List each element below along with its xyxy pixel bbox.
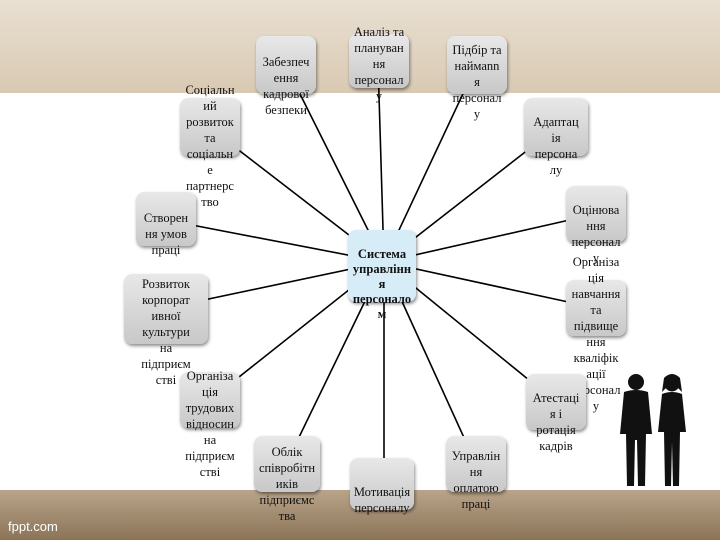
node-conditions: Створен ня умов праці: [136, 192, 196, 257]
node-motivation-text: Мотивація персоналу: [353, 485, 411, 515]
node-selection-text: Підбір та наймann я персонал у: [452, 43, 502, 121]
connector-security: [285, 65, 385, 263]
node-certification: Атестаці я і ротація кадрів: [526, 374, 586, 453]
node-certification-text: Атестаці я і ротація кадрів: [532, 391, 580, 453]
node-labor: Організа ція трудових відносин на підпри…: [180, 369, 240, 479]
node-analysis: Аналіз та плануван ня персонал у: [349, 25, 409, 103]
connector-evaluation: [383, 213, 597, 263]
node-labor-text: Організа ція трудових відносин на підпри…: [185, 369, 235, 479]
node-social: Соціальн ий розвиток та соціальн е партн…: [180, 83, 240, 209]
connector-analysis: [377, 61, 385, 263]
watermark-text: fppt.com: [8, 519, 58, 534]
node-pay: Управлін ня оплатою праці: [446, 436, 506, 511]
node-analysis-text: Аналіз та плануван ня персонал у: [353, 25, 405, 103]
node-selection: Підбір та наймann я персонал у: [447, 36, 507, 121]
business-people-silhouette-icon: [620, 374, 686, 486]
node-culture: Розвиток корпорат ивної культури на підп…: [124, 274, 208, 387]
connector-training: [383, 261, 597, 309]
node-security: Забезпеч ення кадрової безпеки: [256, 36, 316, 117]
node-pay-text: Управлін ня оплатою праці: [451, 449, 501, 511]
node-accounting-text: Облік співробітн иків підприємс тва: [258, 445, 316, 523]
node-social-text: Соціальн ий розвиток та соціальн е партн…: [185, 83, 235, 209]
node-motivation: Мотивація персоналу: [350, 458, 414, 515]
node-evaluation-text: Оцінюва ння персонал у: [571, 203, 621, 265]
node-accounting: Облік співробітн иків підприємс тва: [254, 436, 320, 523]
node-training: Організа ція навчання та підвище ння ква…: [566, 255, 626, 413]
node-evaluation: Оцінюва ння персонал у: [566, 186, 626, 265]
connector-conditions: [165, 219, 385, 263]
node-adaptation: Адаптац ія персона лу: [524, 98, 588, 177]
center-node: Система управлінн я персонало м: [348, 230, 416, 321]
node-conditions-text: Створен ня умов праці: [143, 211, 189, 257]
center-node-text: Система управлінн я персонало м: [352, 247, 412, 321]
node-adaptation-text: Адаптац ія персона лу: [533, 115, 579, 177]
node-security-text: Забезпеч ення кадрової безпеки: [262, 55, 310, 117]
connector-selection: [383, 65, 477, 263]
node-culture-text: Розвиток корпорат ивної культури на підп…: [141, 277, 191, 387]
